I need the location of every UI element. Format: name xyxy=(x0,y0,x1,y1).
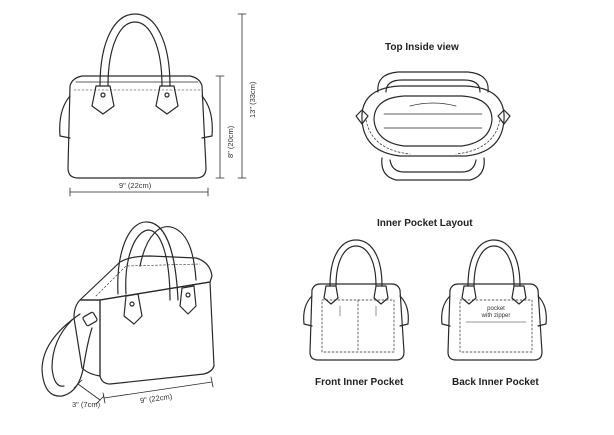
total-height-label: 13" (33cm) xyxy=(248,81,257,118)
perspective-depth-label: 3" (7cm) xyxy=(72,400,101,409)
perspective-shoulder-strap xyxy=(41,313,93,397)
pocket-with-zipper-label: pocket with zipper xyxy=(476,306,516,320)
pocket-zipper-line1: pocket xyxy=(487,306,505,312)
back-inner-pocket-bag xyxy=(441,239,547,361)
top-inside-view-bag xyxy=(355,71,511,181)
front-view-body xyxy=(67,75,207,179)
front-view-handle xyxy=(99,13,171,87)
top-inside-body xyxy=(361,85,505,157)
perspective-view-bag xyxy=(41,221,215,397)
front-width-label: 9" (22cm) xyxy=(119,181,152,190)
front-inner-pocket-bag xyxy=(303,239,409,361)
perspective-front-face xyxy=(99,281,215,385)
front-total-height-dimension xyxy=(237,13,247,179)
front-view-bag xyxy=(59,13,213,179)
back-inner-pocket-label: Back Inner Pocket xyxy=(452,377,539,388)
perspective-handle xyxy=(117,221,179,301)
top-inside-view-title: Top Inside view xyxy=(385,42,459,53)
back-pocket-outline xyxy=(459,299,533,353)
pocket-zipper-line2: with zipper xyxy=(481,313,511,319)
perspective-side-face xyxy=(73,299,101,377)
front-width-dimension xyxy=(69,187,209,197)
inner-pocket-layout-title: Inner Pocket Layout xyxy=(377,218,473,229)
perspective-width-dimension xyxy=(102,376,214,404)
front-body-height-dimension xyxy=(215,75,225,179)
front-inner-pocket-label: Front Inner Pocket xyxy=(315,377,404,388)
body-height-label: 8" (20cm) xyxy=(226,125,235,158)
perspective-depth-dimension xyxy=(73,379,105,405)
